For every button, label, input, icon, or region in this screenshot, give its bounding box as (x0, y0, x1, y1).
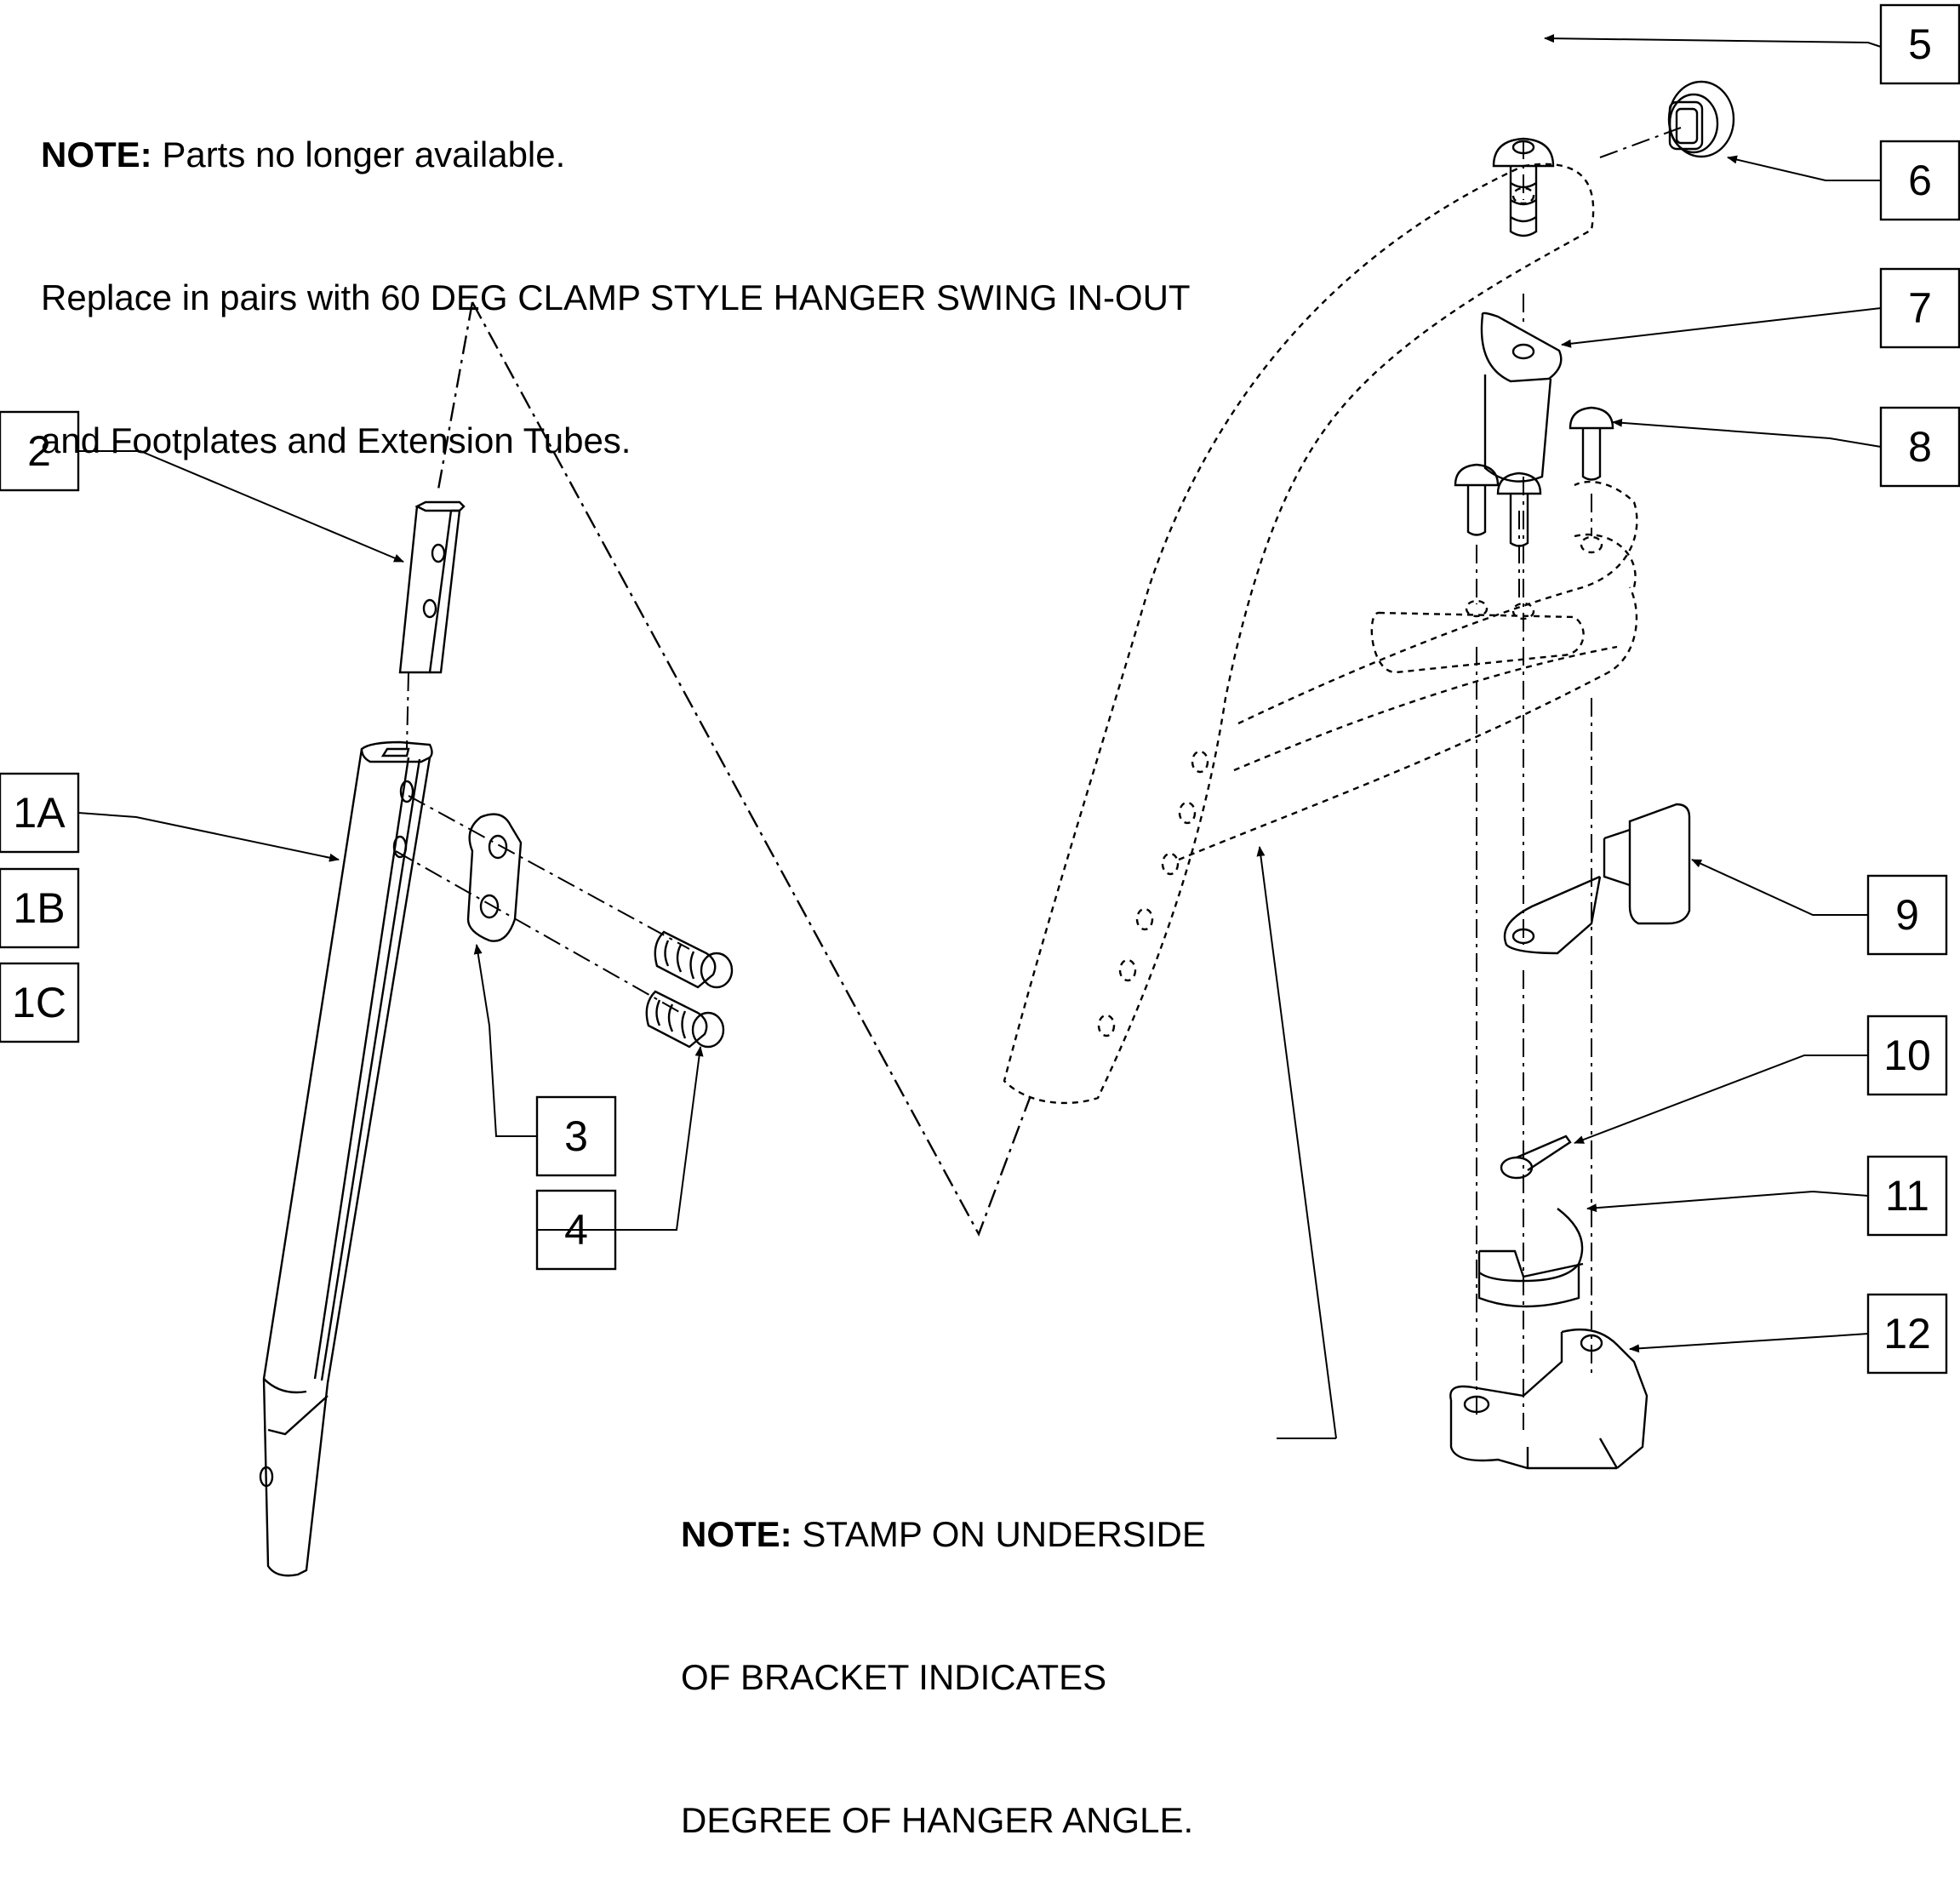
part-2-tube-insert (398, 500, 466, 674)
note-text: Parts no longer available. (151, 134, 566, 174)
stamp-note-line-3: DEGREE OF HANGER ANGLE. (681, 1800, 1194, 1840)
svg-text:1A: 1A (13, 789, 66, 837)
callout-5: 5 (1879, 3, 1960, 85)
availability-note: NOTE: Parts no longer available. Replace… (41, 36, 1191, 512)
callout-4: 4 (535, 1189, 617, 1271)
svg-text:1C: 1C (12, 979, 66, 1026)
note-text: STAMP ON UNDERSIDE (791, 1514, 1206, 1554)
note-heading: NOTE: (681, 1514, 792, 1554)
svg-text:12: 12 (1883, 1310, 1931, 1358)
stamp-note: NOTE: STAMP ON UNDERSIDE OF BRACKET INDI… (681, 1415, 1206, 1892)
svg-text:9: 9 (1895, 891, 1919, 939)
callout-7: 7 (1879, 267, 1960, 349)
svg-text:4: 4 (564, 1206, 588, 1254)
part-4-hex-bolts (645, 930, 734, 1049)
svg-text:1B: 1B (13, 884, 65, 932)
callout-1C: 1C (0, 962, 80, 1043)
part-3-clamp-plate (466, 813, 523, 942)
availability-note-line-1: NOTE: Parts no longer available. (41, 131, 1191, 179)
callout-1B: 1B (0, 867, 80, 949)
callout-2: 2 (0, 410, 80, 492)
assembly-path-line (437, 301, 1031, 1237)
callout-12: 12 (1866, 1293, 1948, 1375)
svg-text:11: 11 (1885, 1172, 1929, 1220)
part-10-spring-clip (1500, 1135, 1572, 1180)
stamp-note-line-2: OF BRACKET INDICATES (681, 1657, 1107, 1697)
callout-10: 10 (1866, 1015, 1948, 1096)
part-6-end-cap (1667, 80, 1735, 158)
svg-text:5: 5 (1908, 20, 1932, 68)
availability-note-line-2: Replace in pairs with 60 DEG CLAMP STYLE… (41, 277, 1191, 317)
callout-6: 6 (1879, 140, 1960, 221)
hanger-frame-outline (1003, 163, 1638, 1105)
part-8-small-screws (1454, 406, 1614, 547)
stamp-note-line-1: NOTE: STAMP ON UNDERSIDE (681, 1511, 1206, 1558)
callout-8: 8 (1879, 406, 1960, 488)
availability-note-line-3: and Footplates and Extension Tubes. (41, 420, 631, 460)
part-1-extension-tube (259, 740, 433, 1577)
part-11-half-bushing (1477, 1208, 1584, 1308)
part-9-release-latch (1503, 803, 1691, 955)
note-heading: NOTE: (41, 134, 152, 174)
callout-11: 11 (1866, 1155, 1948, 1237)
exploded-parts-diagram: 5 6 7 8 9 10 11 12 (0, 3, 1960, 1577)
svg-text:8: 8 (1908, 423, 1932, 471)
part-12-clamp-base (1449, 1329, 1649, 1470)
svg-text:7: 7 (1908, 284, 1932, 332)
callout-3: 3 (535, 1095, 617, 1177)
part-5-button-head-screw (1492, 137, 1555, 237)
part-7-pivot-bushing (1480, 312, 1563, 483)
leader-lines (77, 34, 1882, 1439)
svg-text:3: 3 (564, 1112, 588, 1160)
svg-text:2: 2 (27, 427, 51, 475)
axis-centerlines (395, 127, 1682, 1430)
callout-1A: 1A (0, 772, 80, 854)
svg-text:6: 6 (1908, 157, 1932, 204)
callout-9: 9 (1866, 874, 1948, 956)
svg-text:10: 10 (1883, 1032, 1931, 1079)
